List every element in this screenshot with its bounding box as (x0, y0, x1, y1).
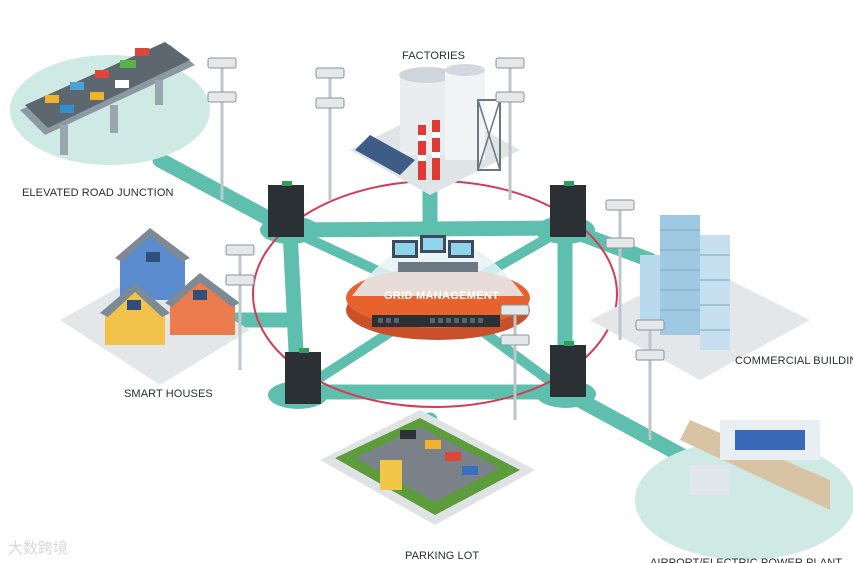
label-commercial-buildings: COMMERCIAL BUILDINGS (735, 355, 853, 367)
watermark-logo: 大数跨境 (8, 539, 69, 557)
smart-houses (60, 228, 250, 385)
parking-lot (320, 410, 535, 525)
label-grid-management: GRID MANAGEMENT (384, 290, 500, 302)
cameras (207, 57, 665, 361)
power-plant (635, 420, 853, 560)
elevated-road (10, 42, 210, 165)
factories-building (350, 64, 520, 195)
grid-management-center (346, 235, 530, 340)
commercial-buildings (590, 215, 810, 380)
label-elevated-road: ELEVATED ROAD JUNCTION (22, 187, 174, 199)
label-parking-lot: PARKING LOT (405, 550, 480, 562)
camera-poles (220, 65, 652, 440)
network-switches (268, 185, 586, 404)
label-smart-houses: SMART HOUSES (124, 388, 213, 400)
label-factories: FACTORIES (402, 50, 466, 62)
switch-tags (282, 181, 574, 353)
label-power-plant: AIRPORT/ELECTRIC POWER PLANT (650, 557, 843, 563)
